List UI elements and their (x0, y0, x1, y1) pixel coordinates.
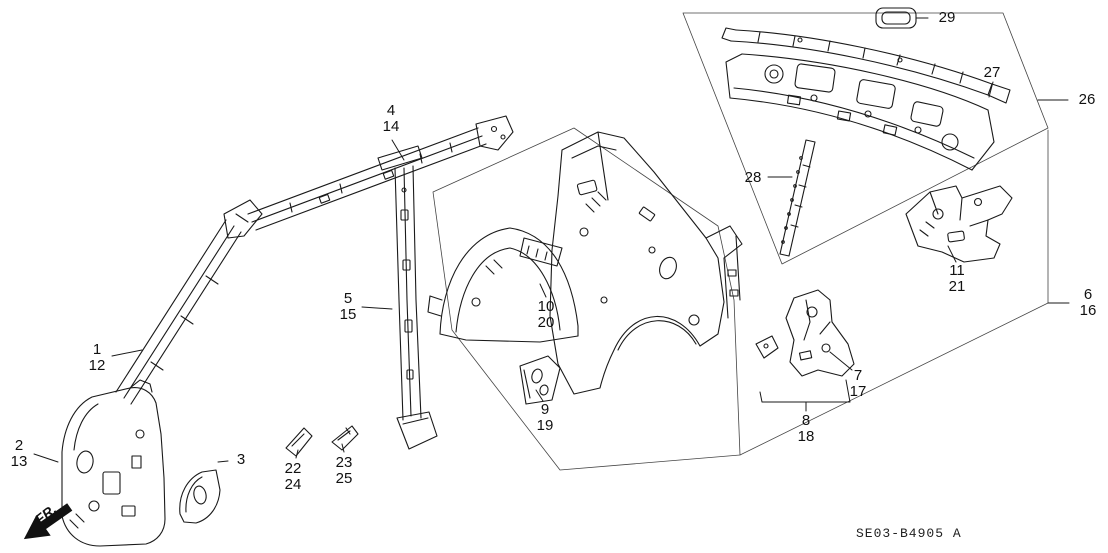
part-center-pillar (377, 145, 438, 450)
part-bracket-7-17 (755, 289, 855, 377)
part-shelf-rail (721, 27, 1011, 104)
part-grommet-29 (875, 7, 917, 29)
part-shelf-stiffener (779, 139, 816, 257)
diagram-code: SE03-B4905 A (856, 526, 962, 541)
callout-3: 3 (236, 451, 246, 468)
part-wheelhouse (427, 227, 579, 343)
part-bracket-11-21 (905, 185, 1013, 263)
part-rear-shelf (725, 53, 995, 171)
callout-29: 29 (938, 9, 956, 26)
fr-arrow-icon: FR. (23, 501, 73, 540)
callout-27: 27 (983, 64, 1001, 81)
group-outline-shelf (682, 12, 1049, 265)
callout-26: 26 (1078, 91, 1096, 108)
part-bracket-3 (179, 469, 221, 524)
part-bracket-9-19 (519, 355, 561, 405)
part-roof-side-rail (247, 115, 514, 231)
part-gussets-22-25 (285, 425, 359, 457)
part-quarter-inner (549, 131, 743, 395)
part-front-pillar (115, 199, 263, 405)
part-front-pillar-lower (61, 379, 166, 547)
leader-lines (33, 17, 1070, 463)
callout-28: 28 (744, 169, 762, 186)
